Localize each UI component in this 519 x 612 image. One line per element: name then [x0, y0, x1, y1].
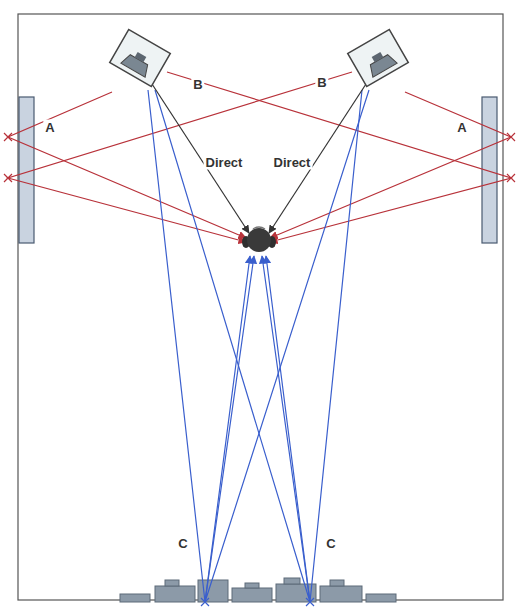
- direct-paths: [152, 84, 366, 233]
- left-speaker: [110, 30, 171, 87]
- reflection-point: [4, 174, 12, 182]
- reflection-ray: [148, 90, 250, 602]
- room-outline: [18, 14, 503, 600]
- speaker-driver: [121, 53, 151, 77]
- diffuser-block: [320, 586, 362, 602]
- reflection-point: [507, 133, 515, 141]
- reflection-label: C: [324, 536, 337, 551]
- direct-ray: [152, 84, 249, 233]
- listener-head: [242, 227, 276, 252]
- reflection-ray: [270, 92, 511, 238]
- direct-label: Direct: [204, 155, 245, 170]
- absorber-panel: [19, 97, 34, 243]
- reflection-ray: [8, 72, 352, 242]
- direct-label: Direct: [272, 155, 313, 170]
- reflection-point: [507, 174, 515, 182]
- head: [247, 228, 271, 252]
- reflection-ray: [167, 72, 511, 242]
- diffuser-block: [284, 578, 300, 584]
- reflection-ray: [8, 92, 246, 238]
- speaker-cabinet: [348, 30, 409, 87]
- head-highlight: [253, 227, 265, 229]
- reflection-points: [201, 598, 314, 606]
- diffuser-array: [120, 578, 396, 602]
- diffuser-block: [120, 594, 150, 602]
- reflection-ray: [266, 90, 362, 602]
- diffuser-block: [232, 588, 272, 602]
- speaker-driver: [367, 53, 397, 77]
- reflection-label: A: [455, 120, 468, 135]
- diffuser-block: [245, 583, 259, 588]
- right-speaker: [348, 30, 409, 87]
- diffuser-block: [330, 580, 344, 586]
- diffuser-block: [165, 580, 179, 586]
- reflection-points: [4, 133, 515, 182]
- diffuser-block: [366, 594, 396, 602]
- speaker-magnet: [372, 52, 384, 62]
- reflection-label: B: [191, 77, 204, 92]
- rear-reflections: [148, 90, 369, 602]
- side-reflections: [8, 72, 511, 242]
- reflection-label: B: [315, 75, 328, 90]
- reflection-label: C: [176, 536, 189, 551]
- reflection-point: [306, 598, 314, 606]
- reflection-point: [201, 598, 209, 606]
- speaker-cabinet: [110, 30, 171, 87]
- reflection-point: [4, 133, 12, 141]
- reflection-label: A: [43, 120, 56, 135]
- diffuser-block: [155, 586, 195, 602]
- direct-ray: [269, 84, 366, 233]
- speaker-magnet: [135, 52, 147, 62]
